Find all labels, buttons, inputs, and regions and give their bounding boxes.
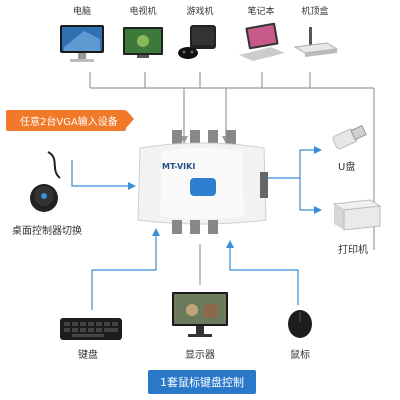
monitor-label: 显示器 (185, 350, 215, 361)
top-device-label: 游戏机 (186, 7, 214, 17)
set-top-box-icon (293, 27, 339, 57)
laptop-icon (239, 22, 285, 61)
monitor-icon (172, 292, 228, 337)
top-device-tv: 电视机 (113, 4, 173, 71)
desktop-controller-icon (30, 151, 61, 212)
keyboard-icon (60, 318, 122, 340)
top-device-laptop: 笔记本 (231, 4, 291, 71)
printer-label: 打印机 (338, 245, 368, 256)
controller-label: 桌面控制器切换 (12, 226, 82, 237)
printer-icon (332, 199, 382, 231)
desktop-computer-icon (60, 25, 104, 62)
usb-label: U盘 (338, 162, 356, 173)
game-console-icon (178, 25, 216, 59)
input-devices-callout: 任意2台VGA输入设备 (6, 110, 134, 131)
usb-drive-icon (332, 124, 367, 150)
top-device-settopbox: 机顶盒 (285, 4, 345, 71)
top-device-computer: 电脑 (52, 4, 112, 71)
usb-lines (268, 146, 322, 214)
bottom-lines (91, 228, 299, 310)
mouse-label: 鼠标 (290, 350, 310, 361)
top-device-console: 游戏机 (170, 4, 230, 71)
top-device-label: 笔记本 (247, 7, 275, 17)
keyboard-label: 键盘 (78, 350, 98, 361)
top-device-label: 电脑 (72, 7, 91, 17)
switch-brand-label: MT-VIKI (162, 162, 196, 171)
kvm-switch-device (137, 130, 268, 234)
keyboard-mouse-control-banner: 1套鼠标键盘控制 (148, 370, 256, 394)
top-device-label: 机顶盒 (301, 7, 329, 17)
television-icon (123, 27, 163, 58)
controller-line (71, 160, 136, 190)
top-device-label: 电视机 (129, 7, 157, 17)
mouse-icon (288, 310, 312, 338)
